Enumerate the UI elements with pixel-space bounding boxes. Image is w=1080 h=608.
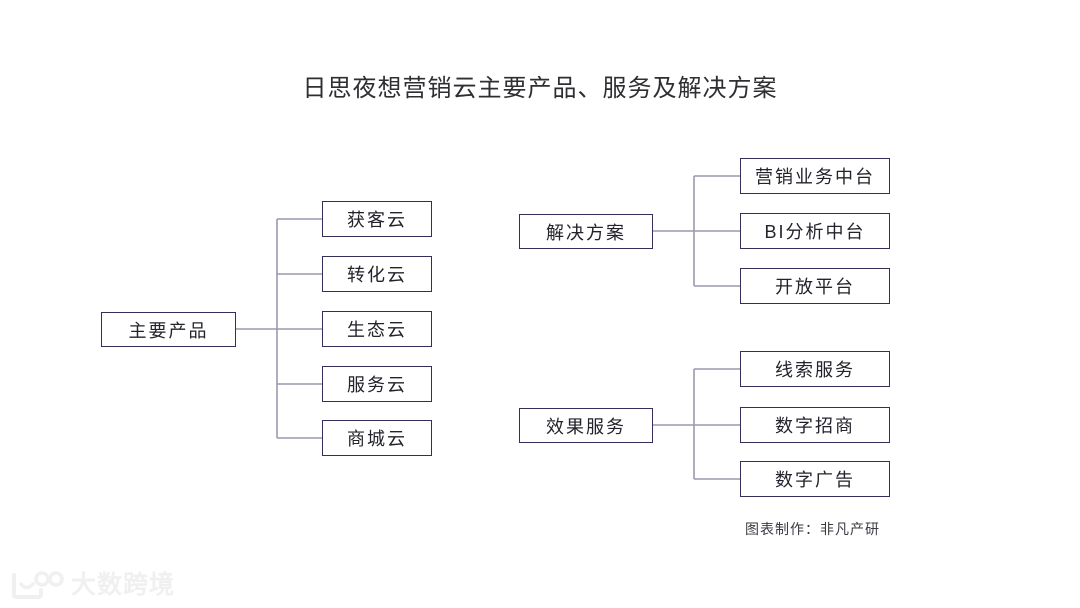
node-main-products-root[interactable]: 主要产品	[101, 312, 236, 347]
page-title: 日思夜想营销云主要产品、服务及解决方案	[302, 75, 778, 102]
node-digital-advertising[interactable]: 数字广告	[740, 461, 890, 497]
node-shengtai-cloud[interactable]: 生态云	[322, 311, 432, 347]
node-effect-services-root[interactable]: 效果服务	[519, 408, 653, 443]
node-marketing-business-midend[interactable]: 营销业务中台	[740, 158, 890, 194]
node-lead-service[interactable]: 线索服务	[740, 351, 890, 387]
node-fuwu-cloud[interactable]: 服务云	[322, 366, 432, 402]
node-bi-analysis-midend[interactable]: BI分析中台	[740, 213, 890, 249]
chart-credit: 图表制作：非凡产研	[745, 521, 880, 537]
node-huoke-cloud[interactable]: 获客云	[322, 201, 432, 237]
node-solutions-root[interactable]: 解决方案	[519, 214, 653, 249]
node-open-platform[interactable]: 开放平台	[740, 268, 890, 304]
node-zhuanhua-cloud[interactable]: 转化云	[322, 256, 432, 292]
node-shangcheng-cloud[interactable]: 商城云	[322, 420, 432, 456]
node-digital-investment[interactable]: 数字招商	[740, 407, 890, 443]
